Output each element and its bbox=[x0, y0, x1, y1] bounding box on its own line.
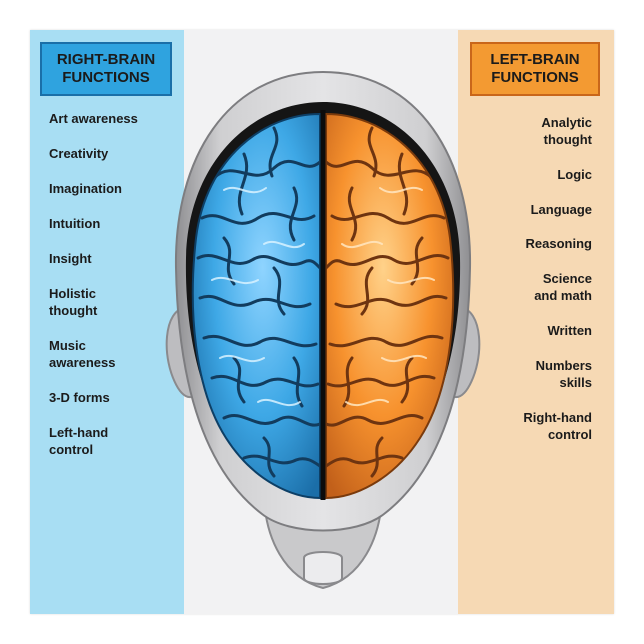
brain-illustration bbox=[165, 70, 481, 590]
function-item: Right-hand control bbox=[523, 410, 592, 442]
left-brain-title-box: LEFT-BRAIN FUNCTIONS bbox=[470, 42, 600, 96]
function-item: Imagination bbox=[49, 181, 122, 196]
function-item: Left-hand control bbox=[49, 425, 109, 457]
function-item: Insight bbox=[49, 251, 92, 266]
right-hemisphere-blue bbox=[191, 112, 321, 500]
function-item: Music awareness bbox=[49, 338, 116, 370]
function-item: Written bbox=[547, 323, 592, 338]
function-item: 3-D forms bbox=[49, 390, 110, 405]
function-item: Language bbox=[530, 202, 592, 217]
function-item: Numbers skills bbox=[535, 358, 592, 390]
right-brain-title-box: RIGHT-BRAIN FUNCTIONS bbox=[40, 42, 172, 96]
right-brain-title: RIGHT-BRAIN FUNCTIONS bbox=[56, 51, 156, 86]
infographic-card: RIGHT-BRAIN FUNCTIONS Art awareness Crea… bbox=[30, 30, 614, 614]
function-item: Holistic thought bbox=[49, 286, 98, 318]
function-item: Creativity bbox=[49, 146, 109, 161]
function-item: Analytic thought bbox=[541, 115, 592, 147]
function-item: Reasoning bbox=[525, 236, 592, 251]
left-brain-title: LEFT-BRAIN FUNCTIONS bbox=[490, 51, 580, 86]
left-hemisphere-orange bbox=[325, 112, 455, 500]
function-item: Science and math bbox=[534, 271, 592, 303]
function-item: Art awareness bbox=[49, 111, 138, 126]
right-brain-panel: RIGHT-BRAIN FUNCTIONS Art awareness Crea… bbox=[30, 30, 184, 614]
left-brain-panel: LEFT-BRAIN FUNCTIONS Analytic thought Lo… bbox=[458, 30, 614, 614]
function-item: Logic bbox=[557, 167, 592, 182]
function-item: Intuition bbox=[49, 216, 101, 231]
